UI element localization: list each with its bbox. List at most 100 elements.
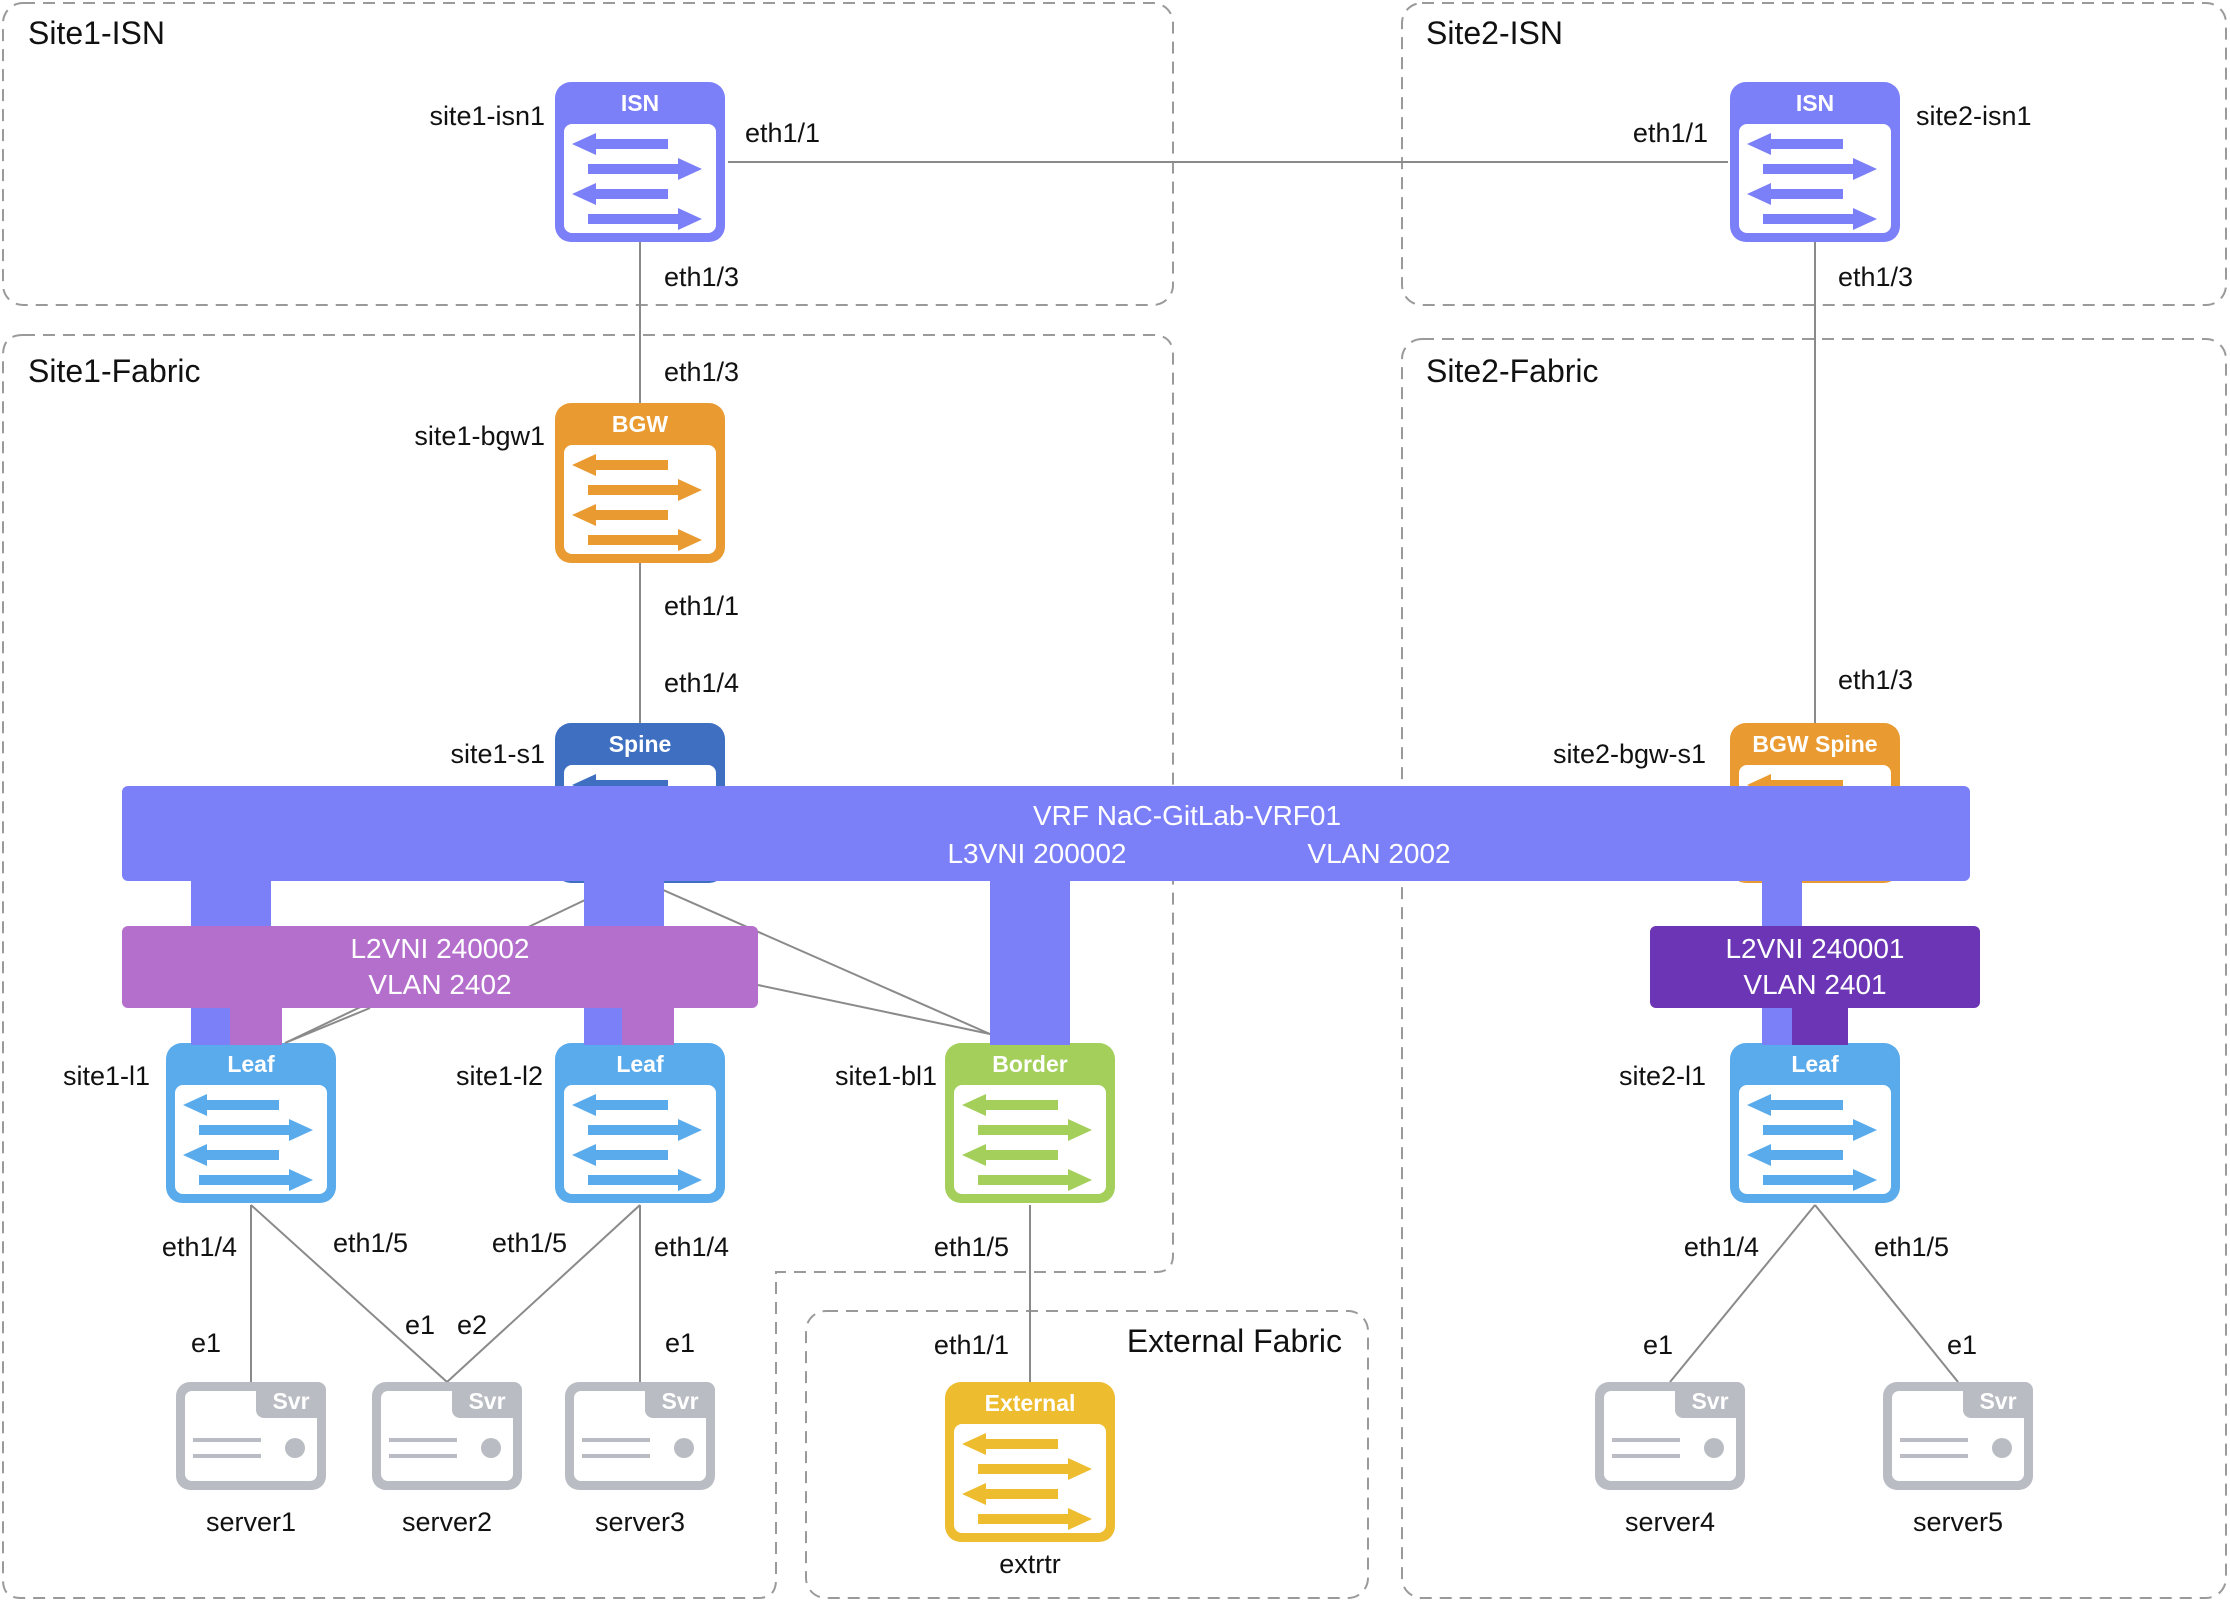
device-badge: Leaf bbox=[616, 1051, 664, 1077]
port-l2-eth1-5: eth1/5 bbox=[492, 1228, 567, 1258]
region-external-fabric bbox=[805, 1310, 1369, 1599]
link-s2l1-server5 bbox=[1814, 1204, 1959, 1383]
region-site1-isn bbox=[2, 2, 1174, 306]
vrf-title: VRF NaC-GitLab-VRF01 bbox=[1033, 800, 1341, 831]
server-icon bbox=[389, 1438, 501, 1458]
port-isn2-eth1-1: eth1/1 bbox=[1633, 118, 1708, 148]
vrf-drop-site1-bl1 bbox=[990, 870, 1070, 1045]
label-site2-bgw-s1: site2-bgw-s1 bbox=[1553, 739, 1706, 769]
link-s2l1-server4 bbox=[1669, 1204, 1816, 1383]
switch-icon bbox=[962, 1094, 1092, 1191]
link-s1-bl1 bbox=[644, 881, 991, 1035]
region-external-fabric-title: External Fabric bbox=[1127, 1323, 1342, 1359]
switch-icon bbox=[1747, 133, 1877, 230]
port-bgw1-eth1-1: eth1/1 bbox=[664, 591, 739, 621]
port-isn2-eth1-3: eth1/3 bbox=[1838, 262, 1913, 292]
label-server1: server1 bbox=[206, 1507, 296, 1537]
label-site2-isn1: site2-isn1 bbox=[1916, 101, 2032, 131]
device-badge: External bbox=[985, 1390, 1076, 1416]
port-srv5-e1: e1 bbox=[1947, 1330, 1977, 1360]
server-server2[interactable]: Svr bbox=[372, 1382, 522, 1490]
device-badge: Leaf bbox=[227, 1051, 275, 1077]
device-site1-l2[interactable]: Leaf bbox=[555, 1043, 725, 1203]
port-s1-eth1-4: eth1/4 bbox=[664, 668, 739, 698]
port-l1-eth1-4: eth1/4 bbox=[162, 1232, 237, 1262]
port-bl1-eth1-5: eth1/5 bbox=[934, 1232, 1009, 1262]
device-badge: Border bbox=[992, 1051, 1067, 1077]
device-badge: Spine bbox=[609, 731, 672, 757]
device-extrtr[interactable]: External bbox=[945, 1382, 1115, 1542]
server-badge: Svr bbox=[468, 1388, 505, 1414]
server-server5[interactable]: Svr bbox=[1883, 1382, 2033, 1490]
device-site1-isn1[interactable]: ISN bbox=[555, 82, 725, 242]
port-s2l1-eth1-5: eth1/5 bbox=[1874, 1232, 1949, 1262]
server-badge: Svr bbox=[1691, 1388, 1728, 1414]
label-server2: server2 bbox=[402, 1507, 492, 1537]
label-site1-l1: site1-l1 bbox=[63, 1061, 150, 1091]
region-site2-fabric-title: Site2-Fabric bbox=[1426, 353, 1599, 389]
label-site1-s1: site1-s1 bbox=[450, 739, 545, 769]
region-site1-isn-title: Site1-ISN bbox=[28, 15, 165, 51]
label-extrtr: extrtr bbox=[999, 1549, 1061, 1579]
server-icon bbox=[193, 1438, 305, 1458]
l2vni-site1-vni: L2VNI 240002 bbox=[350, 933, 529, 964]
device-badge: Leaf bbox=[1791, 1051, 1839, 1077]
l2vni-site1-overlay: L2VNI 240002 VLAN 2402 bbox=[122, 926, 758, 1045]
switch-icon bbox=[183, 1094, 313, 1191]
device-badge: ISN bbox=[621, 90, 659, 116]
l2vni-site1-band bbox=[122, 926, 758, 1008]
device-site2-l1[interactable]: Leaf bbox=[1730, 1043, 1900, 1203]
link-l2-server2 bbox=[446, 1204, 641, 1383]
server-icon bbox=[1900, 1438, 2012, 1458]
l2vni-site2-vni: L2VNI 240001 bbox=[1725, 933, 1904, 964]
link-s1-bl1-visible bbox=[757, 984, 991, 1035]
server-server1[interactable]: Svr bbox=[176, 1382, 326, 1490]
server-server3[interactable]: Svr bbox=[565, 1382, 715, 1490]
server-badge: Svr bbox=[272, 1388, 309, 1414]
link-s1-l1-visible bbox=[284, 1007, 371, 1044]
server-badge: Svr bbox=[661, 1388, 698, 1414]
port-ext-eth1-1: eth1/1 bbox=[934, 1330, 1009, 1360]
port-l1-eth1-5: eth1/5 bbox=[333, 1228, 408, 1258]
vrf-l3vni: L3VNI 200002 bbox=[947, 838, 1126, 869]
port-s2l1-eth1-4: eth1/4 bbox=[1684, 1232, 1759, 1262]
l2vni-site2-overlay: L2VNI 240001 VLAN 2401 bbox=[1650, 926, 1980, 1045]
switch-icon bbox=[572, 1094, 702, 1191]
link-l1-server2 bbox=[250, 1204, 448, 1383]
device-site1-l1[interactable]: Leaf bbox=[166, 1043, 336, 1203]
label-site1-bgw1: site1-bgw1 bbox=[414, 421, 545, 451]
label-server5: server5 bbox=[1913, 1507, 2003, 1537]
port-bgws1-eth1-3: eth1/3 bbox=[1838, 665, 1913, 695]
port-srv1-e1: e1 bbox=[191, 1328, 221, 1358]
label-site1-bl1: site1-bl1 bbox=[835, 1061, 937, 1091]
port-srv3-e1: e1 bbox=[665, 1328, 695, 1358]
label-site1-isn1: site1-isn1 bbox=[429, 101, 545, 131]
switch-icon bbox=[572, 454, 702, 551]
label-server3: server3 bbox=[595, 1507, 685, 1537]
device-badge: ISN bbox=[1796, 90, 1834, 116]
l2vni-site2-vlan: VLAN 2401 bbox=[1743, 969, 1886, 1000]
server-badge: Svr bbox=[1979, 1388, 2016, 1414]
device-badge: BGW bbox=[612, 411, 669, 437]
device-site2-isn1[interactable]: ISN bbox=[1730, 82, 1900, 242]
switch-icon bbox=[1747, 1094, 1877, 1191]
label-server4: server4 bbox=[1625, 1507, 1715, 1537]
l2vni-site2-band bbox=[1650, 926, 1980, 1008]
vrf-vlan: VLAN 2002 bbox=[1307, 838, 1450, 869]
region-site2-isn-title: Site2-ISN bbox=[1426, 15, 1563, 51]
label-site2-l1: site2-l1 bbox=[1619, 1061, 1706, 1091]
port-srv2-e1: e1 bbox=[405, 1310, 435, 1340]
region-site1-fabric-title: Site1-Fabric bbox=[28, 353, 201, 389]
port-isn1-eth1-1: eth1/1 bbox=[745, 118, 820, 148]
region-site1-fabric bbox=[2, 334, 1174, 1599]
server-server4[interactable]: Svr bbox=[1595, 1382, 1745, 1490]
server-icon bbox=[582, 1438, 694, 1458]
server-icon bbox=[1612, 1438, 1724, 1458]
device-site1-bgw1[interactable]: BGW bbox=[555, 403, 725, 563]
vrf-band bbox=[122, 786, 1970, 881]
switch-icon bbox=[962, 1433, 1092, 1530]
label-site1-l2: site1-l2 bbox=[456, 1061, 543, 1091]
device-site1-bl1[interactable]: Border bbox=[945, 1043, 1115, 1203]
port-srv2-e2: e2 bbox=[457, 1310, 487, 1340]
